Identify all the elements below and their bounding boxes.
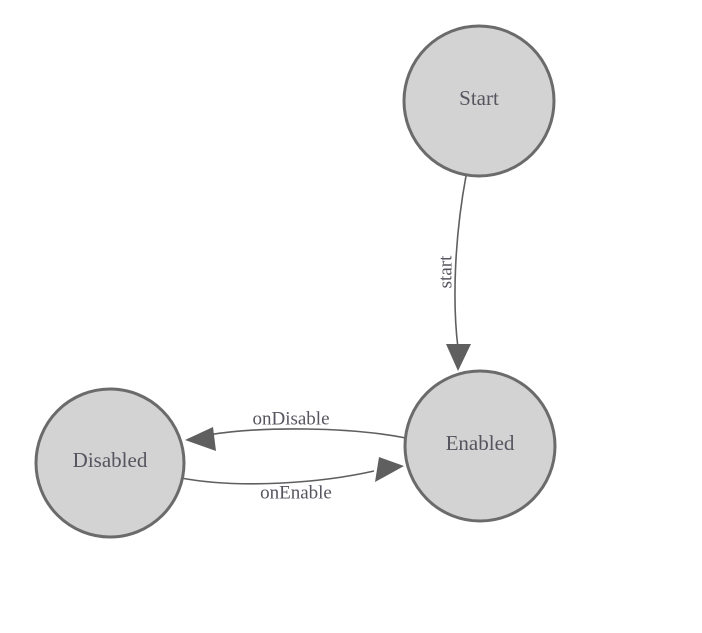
node-disabled-circle (34, 387, 186, 539)
node-start-label: Start (459, 86, 499, 110)
node-disabled-label: Disabled (73, 448, 148, 472)
arrowhead-into-disabled (185, 427, 216, 451)
edge-path-start-to-enabled (454, 175, 467, 349)
node-disabled[interactable]: Disabled (34, 387, 186, 539)
edge-start-to-enabled[interactable] (446, 175, 471, 371)
node-start-circle (402, 24, 556, 178)
edge-label-onenable: onEnable (260, 482, 332, 503)
node-enabled[interactable]: Enabled (403, 369, 557, 523)
arrowhead-into-enabled-left (375, 457, 404, 482)
edge-path-disabled-to-enabled (180, 470, 375, 485)
node-start[interactable]: Start (402, 24, 556, 178)
edge-label-start: start (435, 255, 456, 288)
edge-enabled-to-disabled[interactable] (185, 427, 407, 451)
edge-path-enabled-to-disabled (207, 428, 407, 439)
arrowhead-into-enabled-top (446, 344, 471, 371)
edge-disabled-to-enabled[interactable] (180, 457, 404, 485)
node-enabled-circle (403, 369, 557, 523)
edge-label-ondisable: onDisable (252, 408, 329, 429)
node-enabled-label: Enabled (446, 431, 515, 455)
